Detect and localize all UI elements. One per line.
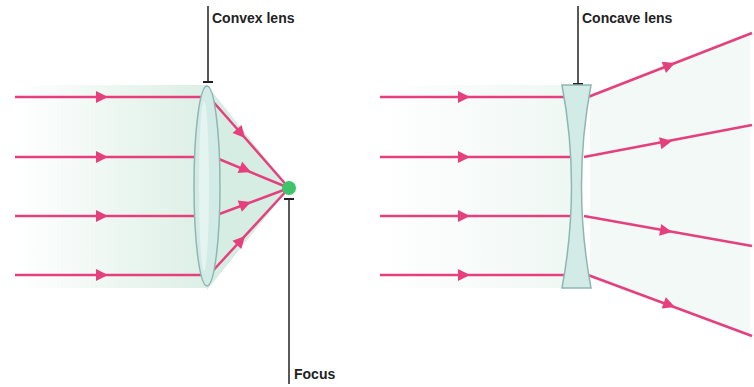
light-shade bbox=[380, 85, 577, 288]
leader-line bbox=[577, 6, 579, 84]
light-rays bbox=[15, 97, 289, 275]
concave-lens bbox=[562, 85, 591, 288]
callout-label: Convex lens bbox=[212, 10, 294, 26]
leader-line bbox=[288, 199, 290, 384]
light-fan bbox=[590, 35, 750, 335]
convex-lens bbox=[194, 86, 220, 286]
ray-arrowheads bbox=[96, 91, 253, 281]
ray-arrowheads bbox=[458, 57, 677, 312]
callout-label: Focus bbox=[294, 366, 335, 382]
leader-line bbox=[207, 6, 209, 82]
lens-highlight bbox=[199, 101, 209, 271]
leader-tick bbox=[203, 81, 213, 83]
leader-tick bbox=[284, 198, 294, 200]
light-shade bbox=[15, 85, 207, 288]
light-rays bbox=[380, 33, 752, 336]
focus-point bbox=[282, 181, 296, 195]
callout-label: Concave lens bbox=[582, 10, 672, 26]
